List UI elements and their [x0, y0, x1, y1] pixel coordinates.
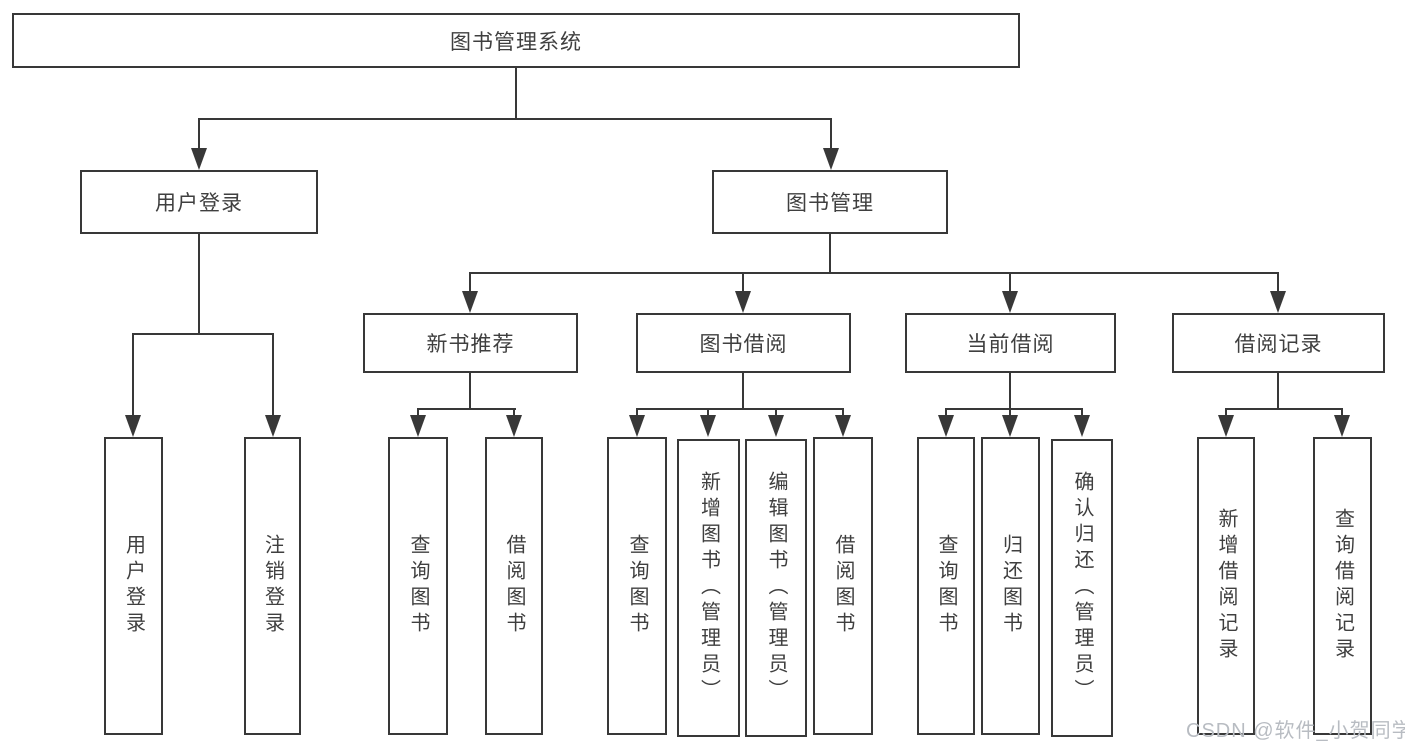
node-borrowing-records-label: 借阅记录 — [1234, 333, 1323, 356]
leaf-cb-query-books-label: 查询图书 — [935, 534, 957, 638]
connector-root-stem — [515, 68, 517, 120]
leaf-logout: 注销登录 — [244, 437, 301, 735]
connector-level3-rail — [469, 272, 1279, 274]
connector-borrow-record-drop — [1277, 272, 1279, 293]
arrowhead-br-add — [1218, 415, 1234, 437]
connector-user-login-rail — [132, 333, 274, 335]
arrowhead-bb-borrow — [835, 415, 851, 437]
connector-cb-confirm-drop — [1081, 408, 1083, 417]
leaf-logout-label: 注销登录 — [261, 534, 284, 638]
leaf-br-query-record-label: 查询借阅记录 — [1331, 508, 1354, 664]
leaf-nb-borrow-books-label: 借阅图书 — [503, 534, 525, 638]
arrowhead-nb-borrow — [506, 415, 522, 437]
arrowhead-bb-add — [700, 415, 716, 437]
connector-bb-edit-drop — [775, 408, 777, 417]
connector-borrow-record-rail — [1225, 408, 1343, 410]
leaf-nb-query-books: 查询图书 — [388, 437, 448, 735]
leaf-br-add-record-label: 新增借阅记录 — [1215, 508, 1237, 664]
node-book-borrowing-label: 图书借阅 — [699, 333, 788, 356]
arrowhead-book-mgmt — [823, 148, 839, 170]
arrowhead-user-login — [191, 148, 207, 170]
watermark: CSDN @软件_小贺同学 — [1186, 720, 1405, 742]
leaf-br-add-record: 新增借阅记录 — [1197, 437, 1255, 735]
connector-current-borrow-rail — [945, 408, 1083, 410]
node-book-management-label: 图书管理 — [786, 192, 874, 215]
leaf-bb-query-books-label: 查询图书 — [626, 534, 648, 638]
arrowhead-cb-confirm — [1074, 415, 1090, 437]
connector-br-add-drop — [1225, 408, 1227, 417]
leaf-cb-return-books: 归还图书 — [981, 437, 1040, 735]
arrowhead-borrow-record — [1270, 291, 1286, 313]
node-borrowing-records: 借阅记录 — [1172, 313, 1385, 373]
arrowhead-cb-query — [938, 415, 954, 437]
node-book-borrowing: 图书借阅 — [636, 313, 851, 373]
leaf-user-login: 用户登录 — [104, 437, 163, 735]
arrowhead-new-book — [462, 291, 478, 313]
connector-cb-query-drop — [945, 408, 947, 417]
connector-leaf-logout-drop — [272, 333, 274, 417]
connector-book-mgmt-drop — [830, 118, 832, 150]
leaf-nb-borrow-books: 借阅图书 — [485, 437, 543, 735]
connector-bb-add-drop — [707, 408, 709, 417]
node-current-borrowing: 当前借阅 — [905, 313, 1116, 373]
connector-bb-borrow-drop — [842, 408, 844, 417]
arrowhead-leaf-logout — [265, 415, 281, 437]
leaf-user-login-label: 用户登录 — [122, 534, 145, 638]
connector-leaf-login-drop — [132, 333, 134, 417]
arrowhead-br-query — [1334, 415, 1350, 437]
leaf-nb-query-books-label: 查询图书 — [407, 534, 429, 638]
leaf-bb-add-book-admin: 新增图书（管理员） — [677, 439, 740, 737]
leaf-cb-return-books-label: 归还图书 — [999, 534, 1022, 638]
connector-new-book-drop — [469, 272, 471, 293]
connector-borrow-record-stem — [1277, 373, 1279, 410]
connector-br-query-drop — [1341, 408, 1343, 417]
connector-level2-rail — [198, 118, 832, 120]
node-root: 图书管理系统 — [12, 13, 1020, 68]
leaf-cb-confirm-return-admin-label: 确认归还（管理员） — [1071, 471, 1093, 705]
connector-nb-query-drop — [417, 408, 419, 417]
node-new-book-recommendation-label: 新书推荐 — [426, 333, 515, 356]
leaf-bb-query-books: 查询图书 — [607, 437, 667, 735]
connector-book-borrow-drop — [742, 272, 744, 293]
leaf-cb-query-books: 查询图书 — [917, 437, 975, 735]
connector-book-borrow-stem — [742, 373, 744, 410]
leaf-bb-borrow-books: 借阅图书 — [813, 437, 873, 735]
arrowhead-bb-edit — [768, 415, 784, 437]
node-user-login-label: 用户登录 — [155, 192, 243, 215]
connector-user-login-stem — [198, 234, 200, 335]
node-current-borrowing-label: 当前借阅 — [966, 333, 1055, 356]
leaf-bb-borrow-books-label: 借阅图书 — [832, 534, 854, 638]
connector-user-login-drop — [198, 118, 200, 150]
leaf-bb-edit-book-admin-label: 编辑图书（管理员） — [765, 471, 787, 705]
connector-new-book-rail — [417, 408, 516, 410]
arrowhead-book-borrow — [735, 291, 751, 313]
node-book-management: 图书管理 — [712, 170, 948, 234]
connector-book-borrow-rail — [636, 408, 844, 410]
arrowhead-current-borrow — [1002, 291, 1018, 313]
arrowhead-bb-query — [629, 415, 645, 437]
leaf-bb-edit-book-admin: 编辑图书（管理员） — [745, 439, 807, 737]
node-new-book-recommendation: 新书推荐 — [363, 313, 578, 373]
connector-current-borrow-stem — [1009, 373, 1011, 410]
node-user-login: 用户登录 — [80, 170, 318, 234]
connector-current-borrow-drop — [1009, 272, 1011, 293]
connector-bb-query-drop — [636, 408, 638, 417]
connector-new-book-stem — [469, 373, 471, 410]
connector-book-mgmt-stem — [829, 234, 831, 274]
arrowhead-leaf-login — [125, 415, 141, 437]
leaf-cb-confirm-return-admin: 确认归还（管理员） — [1051, 439, 1113, 737]
leaf-br-query-record: 查询借阅记录 — [1313, 437, 1372, 735]
arrowhead-cb-return — [1002, 415, 1018, 437]
leaf-bb-add-book-admin-label: 新增图书（管理员） — [697, 471, 720, 705]
connector-cb-return-drop — [1009, 408, 1011, 417]
node-root-label: 图书管理系统 — [450, 30, 582, 54]
arrowhead-nb-query — [410, 415, 426, 437]
connector-nb-borrow-drop — [513, 408, 515, 417]
